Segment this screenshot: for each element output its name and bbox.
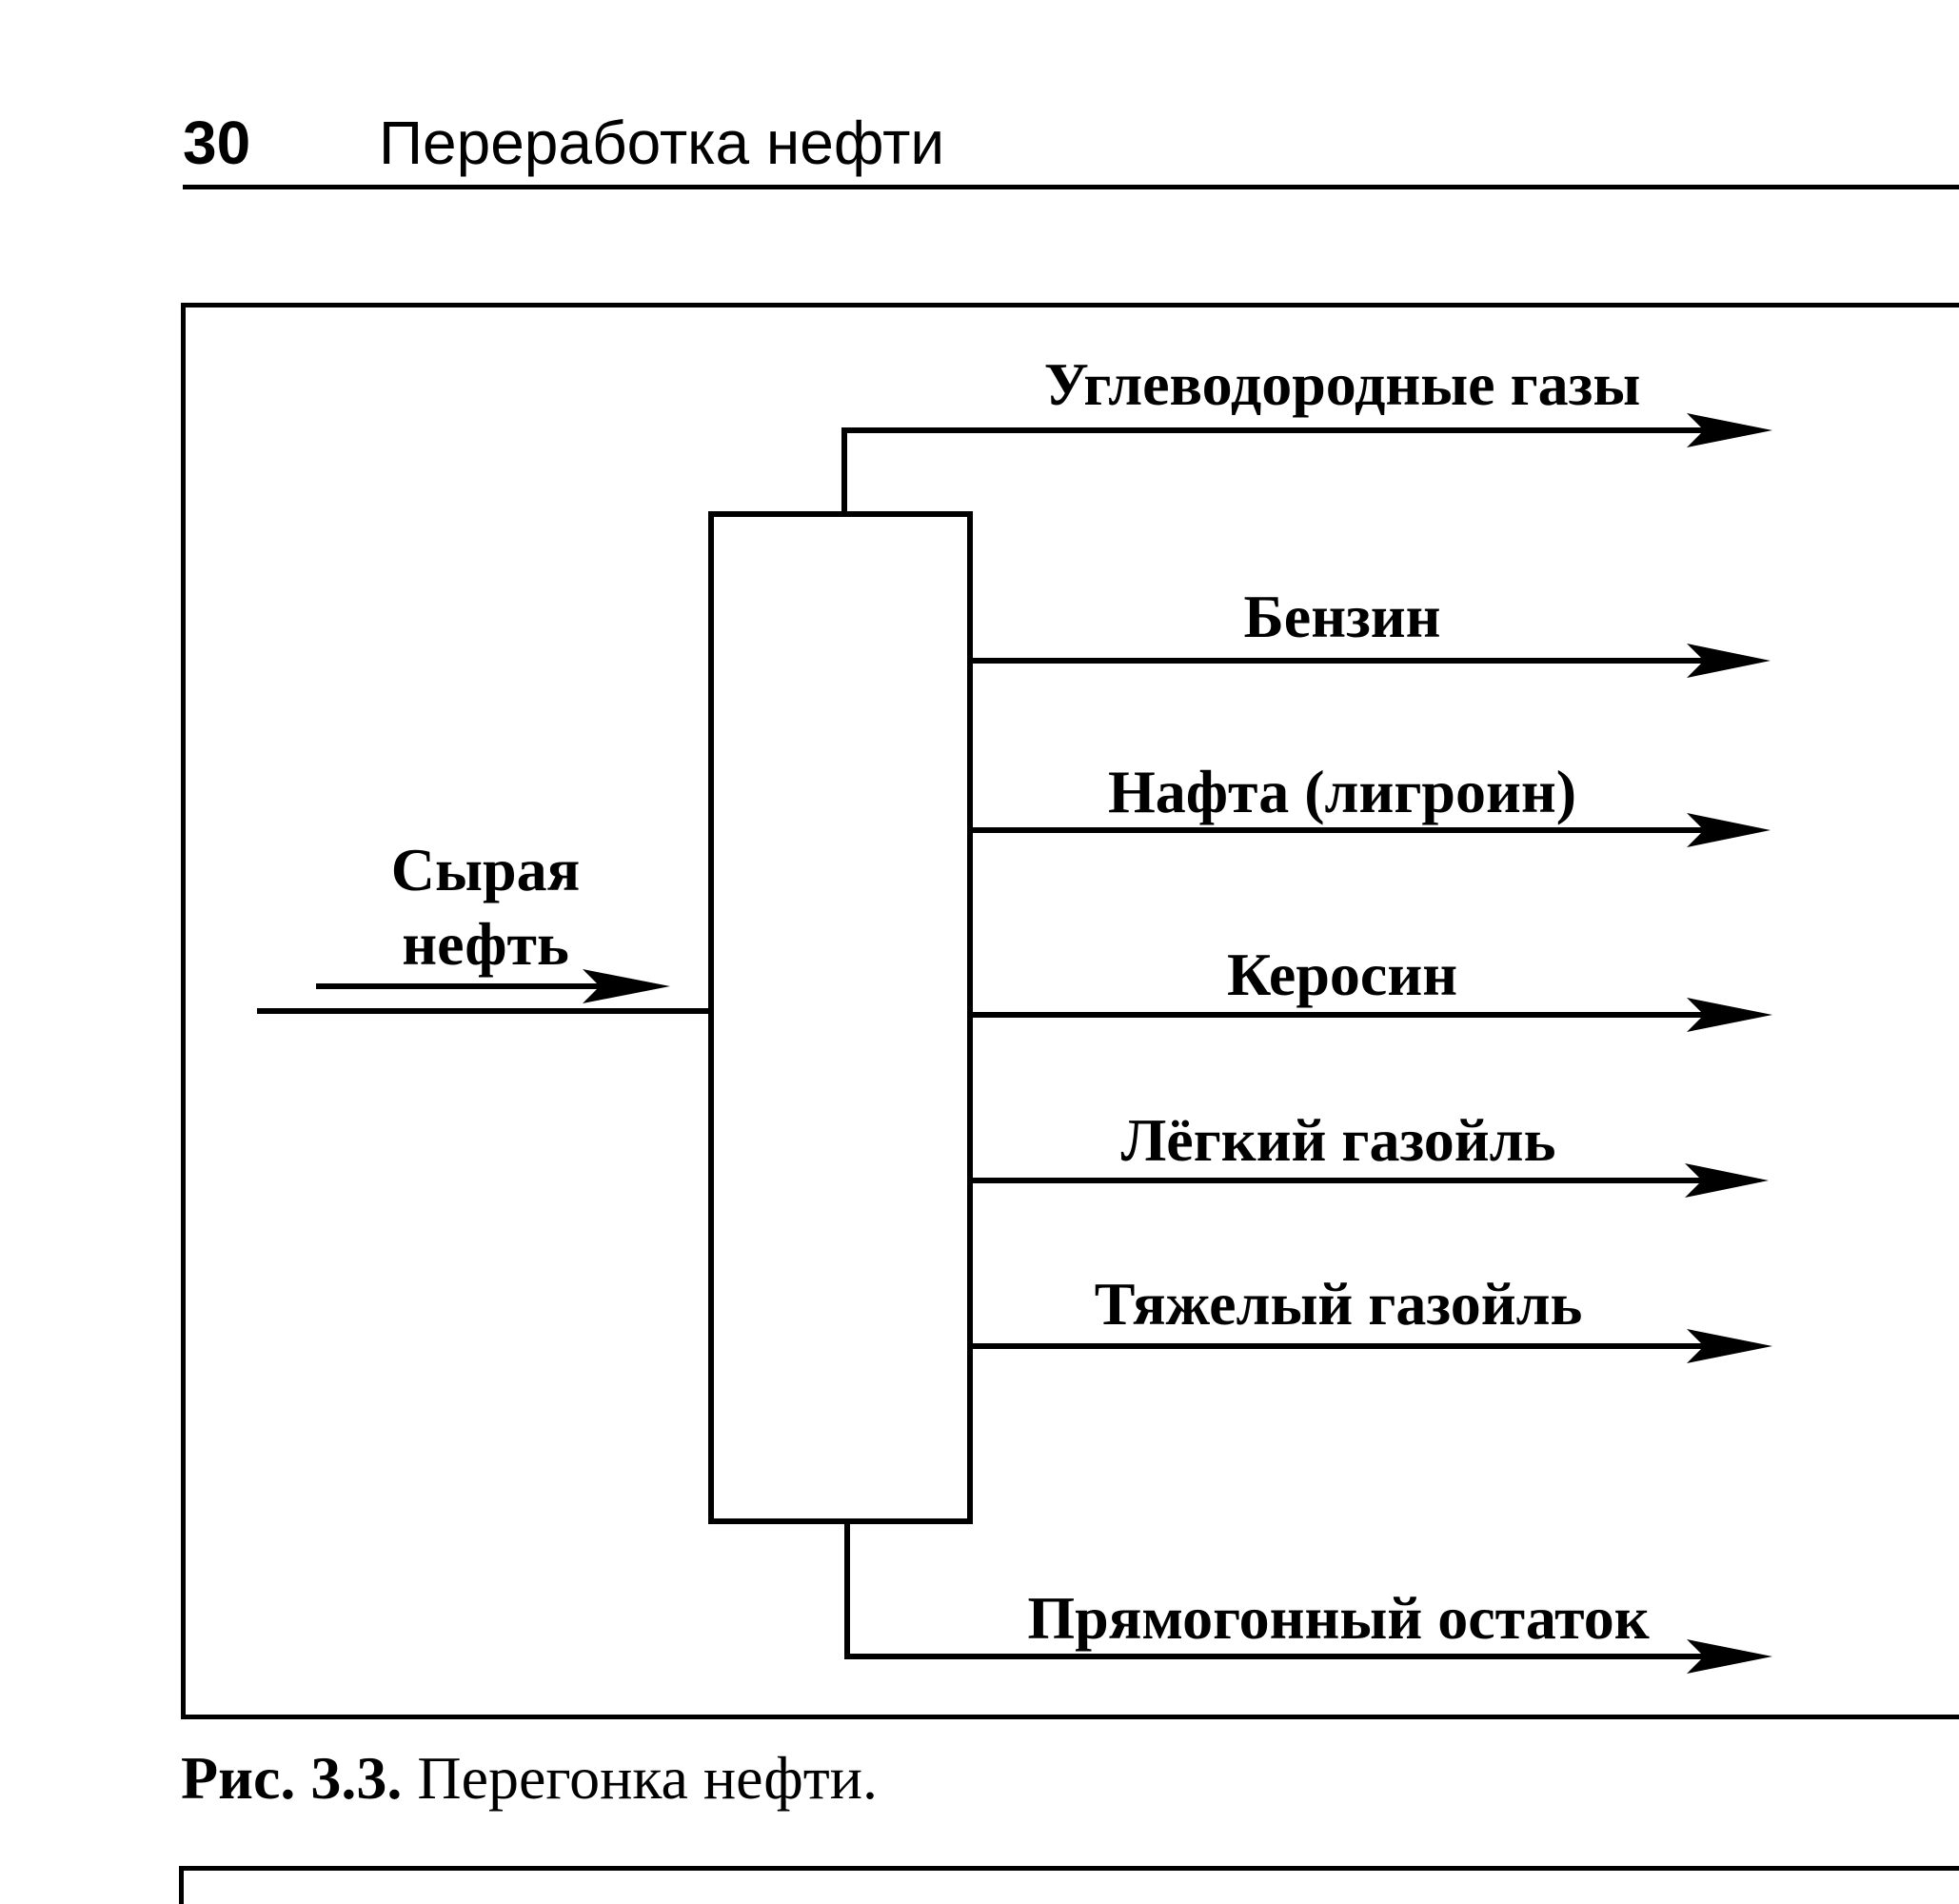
output-arrow-heavy-gasoil (970, 1329, 1772, 1363)
running-head-title: Переработка нефти (379, 109, 945, 177)
output-label-gases: Углеводородные газы (1043, 350, 1641, 418)
output-arrow-light-gasoil (970, 1163, 1769, 1198)
caption-number: Рис. 3.3. (181, 1744, 403, 1812)
output-label-naphtha: Нафта (лигроин) (1107, 758, 1577, 825)
figure-caption: Рис. 3.3. Перегонка нефти. (181, 1740, 878, 1816)
header-rule (183, 185, 1959, 189)
figure-frame (181, 303, 1959, 1719)
caption-text: Перегонка нефти. (417, 1744, 878, 1812)
output-arrow-gases (841, 413, 1772, 514)
input-arrow (316, 969, 670, 1003)
output-label-light-gasoil: Лёгкий газойль (1120, 1106, 1556, 1174)
distillation-column (708, 511, 973, 1524)
page-number: 30 (183, 109, 251, 177)
output-arrow-naphtha (970, 813, 1771, 847)
output-arrow-residue (844, 1521, 1772, 1674)
next-figure-frame-edge (179, 1866, 1959, 1904)
output-arrow-gasoline (970, 644, 1771, 678)
output-label-gasoline: Бензин (1243, 583, 1441, 650)
output-label-kerosene: Керосин (1226, 941, 1458, 1008)
output-label-heavy-gasoil: Тяжелый газойль (1094, 1270, 1583, 1338)
input-label-line2: нефть (402, 910, 569, 978)
input-label-line1: Сырая (390, 836, 581, 903)
output-arrow-kerosene (970, 998, 1772, 1032)
output-label-residue: Прямогонный остаток (1027, 1584, 1650, 1652)
